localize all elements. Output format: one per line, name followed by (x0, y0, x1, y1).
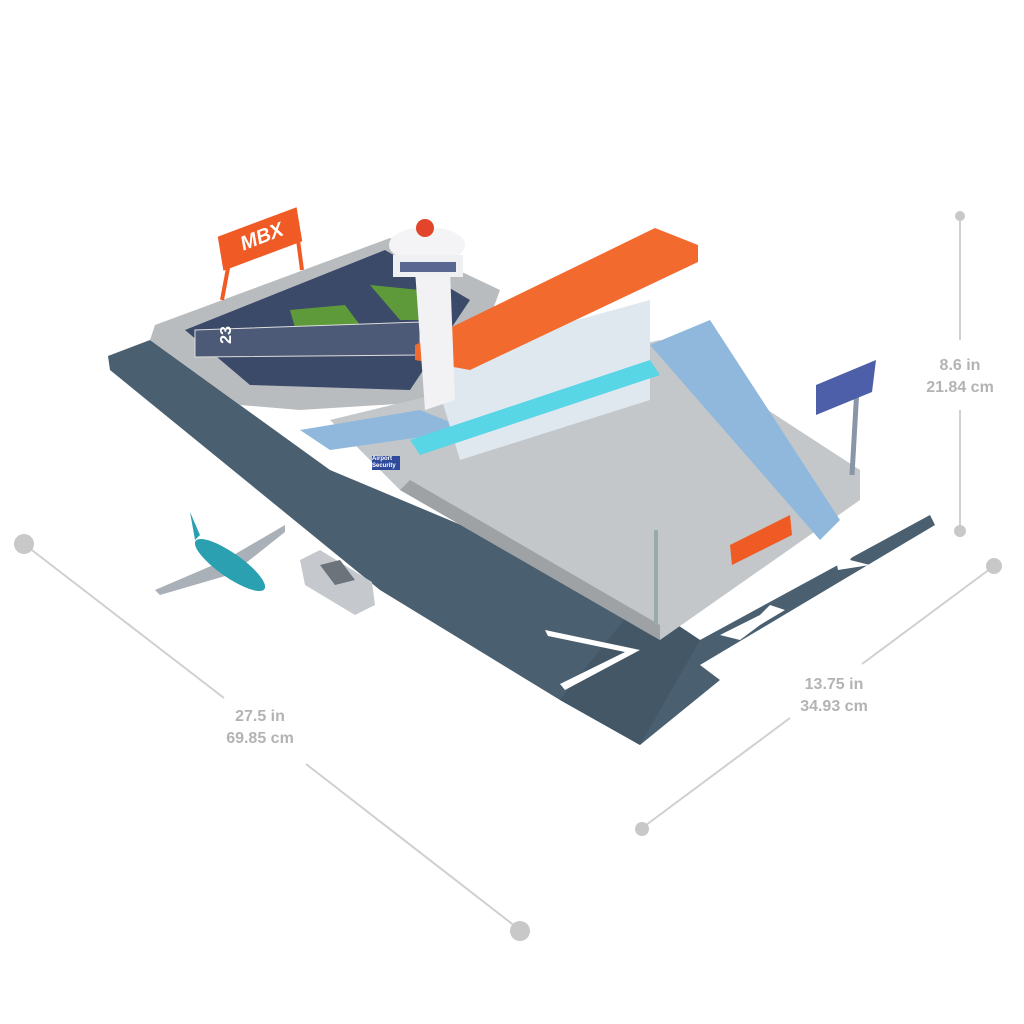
height-dimension-label: 8.6 in 21.84 cm (900, 355, 1020, 399)
depth-dimension-line (641, 565, 995, 829)
width-metric: 69.85 cm (226, 730, 294, 747)
width-dimension-line (23, 543, 521, 931)
mbx-sign (217, 207, 304, 301)
runway-number: 23 (217, 326, 235, 344)
road-arrows (545, 545, 870, 690)
height-imperial: 8.6 in (939, 357, 981, 374)
ramp (650, 320, 840, 540)
width-imperial: 27.5 in (235, 708, 285, 725)
control-tower (415, 270, 455, 410)
security-sign: Airport Security (372, 456, 400, 470)
terminal-roof (415, 228, 698, 370)
toy-car (300, 550, 375, 615)
width-dimension-label: 27.5 in 69.85 cm (200, 706, 320, 750)
depth-imperial: 13.75 in (804, 676, 864, 693)
depth-dimension-label: 13.75 in 34.93 cm (774, 674, 894, 718)
depth-metric: 34.93 cm (800, 698, 868, 715)
height-metric: 21.84 cm (926, 379, 994, 396)
toy-airplane (155, 512, 285, 595)
road-tiles (108, 340, 935, 745)
direction-sign (816, 360, 876, 415)
